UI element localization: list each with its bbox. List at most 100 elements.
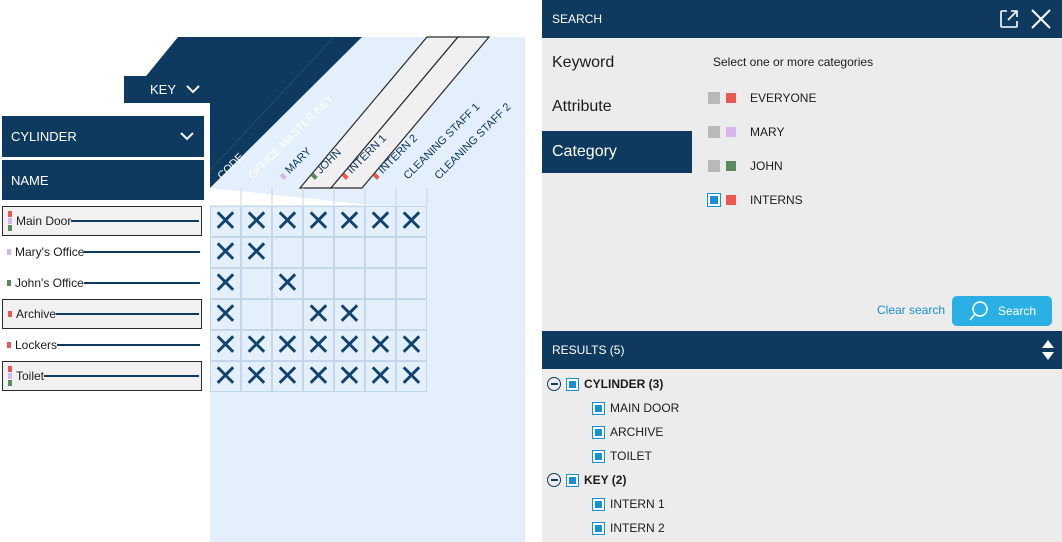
matrix-cell[interactable] [365, 237, 396, 268]
category-item[interactable]: EVERYONE [708, 88, 816, 108]
matrix-cell[interactable] [365, 299, 396, 330]
key-dropdown[interactable]: KEY [124, 76, 208, 103]
row-connector-line [83, 282, 200, 284]
result-item[interactable]: ARCHIVE [547, 420, 679, 444]
row-label[interactable]: Archive [2, 299, 202, 329]
row-markers [8, 366, 12, 386]
result-checkbox[interactable] [566, 473, 579, 487]
result-checkbox[interactable] [592, 401, 605, 415]
matrix-cell-access[interactable]: ✕ [241, 330, 272, 361]
tab-category[interactable]: Category [542, 131, 692, 173]
category-checkbox[interactable] [708, 126, 720, 138]
matrix-cell-access[interactable]: ✕ [241, 206, 272, 237]
row-label[interactable]: Mary's Office [2, 237, 202, 267]
row-label[interactable]: John's Office [2, 268, 202, 298]
matrix-cell-access[interactable]: ✕ [210, 206, 241, 237]
matrix-cell-access[interactable]: ✕ [272, 361, 303, 392]
access-x-icon: ✕ [212, 204, 239, 238]
matrix-cell[interactable] [334, 268, 365, 299]
matrix-cell-access[interactable]: ✕ [396, 361, 427, 392]
matrix-cell[interactable] [396, 237, 427, 268]
category-marker [8, 373, 12, 379]
category-item[interactable]: MARY [708, 122, 784, 142]
matrix-cell-access[interactable]: ✕ [303, 361, 334, 392]
matrix-cell-access[interactable]: ✕ [303, 206, 334, 237]
result-item[interactable]: MAIN DOOR [547, 396, 679, 420]
matrix-cell-access[interactable]: ✕ [303, 330, 334, 361]
matrix-cell-access[interactable]: ✕ [210, 330, 241, 361]
categories-prompt: Select one or more categories [713, 55, 874, 69]
clear-search-link[interactable]: Clear search [877, 303, 946, 317]
result-checkbox[interactable] [566, 377, 579, 391]
result-item[interactable]: INTERN 2 [547, 516, 679, 540]
collapse-icon[interactable] [547, 473, 561, 487]
category-checkbox[interactable] [707, 193, 721, 207]
matrix-cell-access[interactable]: ✕ [334, 330, 365, 361]
access-x-icon: ✕ [305, 204, 332, 238]
category-item[interactable]: JOHN [708, 156, 783, 176]
tab-attribute[interactable]: Attribute [542, 86, 692, 128]
result-group[interactable]: CYLINDER (3) [547, 372, 679, 396]
matrix-cell-access[interactable]: ✕ [241, 237, 272, 268]
result-checkbox[interactable] [592, 497, 605, 511]
access-x-icon: ✕ [367, 328, 394, 362]
row-label[interactable]: Toilet [2, 361, 202, 391]
access-x-icon: ✕ [398, 328, 425, 362]
result-group[interactable]: KEY (2) [547, 468, 679, 492]
matrix-cell-access[interactable]: ✕ [272, 206, 303, 237]
collapse-icon[interactable] [547, 377, 561, 391]
matrix-cell[interactable] [241, 268, 272, 299]
search-button[interactable]: Search [952, 296, 1052, 326]
matrix-cell-access[interactable]: ✕ [365, 330, 396, 361]
matrix-cell-access[interactable]: ✕ [303, 299, 334, 330]
access-x-icon: ✕ [336, 328, 363, 362]
matrix-cell-access[interactable]: ✕ [210, 237, 241, 268]
matrix-cell-access[interactable]: ✕ [241, 361, 272, 392]
row-label[interactable]: Main Door [2, 206, 202, 236]
result-item[interactable]: INTERN 1 [547, 492, 679, 516]
matrix-cell[interactable] [365, 268, 396, 299]
category-item[interactable]: INTERNS [707, 190, 803, 210]
tab-attribute-label: Attribute [552, 98, 612, 115]
matrix-cell[interactable] [272, 237, 303, 268]
category-label: EVERYONE [750, 91, 817, 105]
matrix-cell-access[interactable]: ✕ [210, 268, 241, 299]
close-icon[interactable] [1029, 7, 1053, 31]
matrix-cell-access[interactable]: ✕ [210, 361, 241, 392]
matrix-cell-access[interactable]: ✕ [365, 361, 396, 392]
popout-icon[interactable] [998, 8, 1020, 30]
matrix-cell[interactable] [303, 268, 334, 299]
tab-keyword[interactable]: Keyword [542, 42, 692, 84]
matrix-cell[interactable] [396, 268, 427, 299]
category-checkbox[interactable] [708, 160, 720, 172]
matrix-cell-access[interactable]: ✕ [272, 330, 303, 361]
result-checkbox[interactable] [592, 521, 605, 535]
result-item[interactable]: TOILET [547, 444, 679, 468]
matrix-cell[interactable] [396, 299, 427, 330]
row-label[interactable]: Lockers [2, 330, 202, 360]
matrix-cell-access[interactable]: ✕ [272, 268, 303, 299]
result-checkbox[interactable] [592, 449, 605, 463]
matrix-cell-access[interactable]: ✕ [334, 206, 365, 237]
row-markers [7, 249, 11, 255]
cylinder-dropdown[interactable]: CYLINDER [2, 116, 204, 157]
access-x-icon: ✕ [212, 359, 239, 393]
name-column-header[interactable]: NAME [2, 160, 204, 200]
matrix-cell-access[interactable]: ✕ [396, 330, 427, 361]
matrix-cell[interactable] [272, 299, 303, 330]
matrix-cell[interactable] [303, 237, 334, 268]
matrix-cell-access[interactable]: ✕ [334, 361, 365, 392]
matrix-cell-access[interactable]: ✕ [396, 206, 427, 237]
matrix-cell-access[interactable]: ✕ [210, 299, 241, 330]
access-x-icon: ✕ [243, 359, 270, 393]
row-label-text: Toilet [16, 369, 45, 383]
category-marker [8, 211, 12, 217]
matrix-cell-access[interactable]: ✕ [334, 299, 365, 330]
access-x-icon: ✕ [305, 297, 332, 331]
matrix-cell[interactable] [334, 237, 365, 268]
sort-icon[interactable] [1041, 339, 1055, 361]
category-checkbox[interactable] [708, 92, 720, 104]
result-checkbox[interactable] [592, 425, 605, 439]
matrix-cell[interactable] [241, 299, 272, 330]
matrix-cell-access[interactable]: ✕ [365, 206, 396, 237]
